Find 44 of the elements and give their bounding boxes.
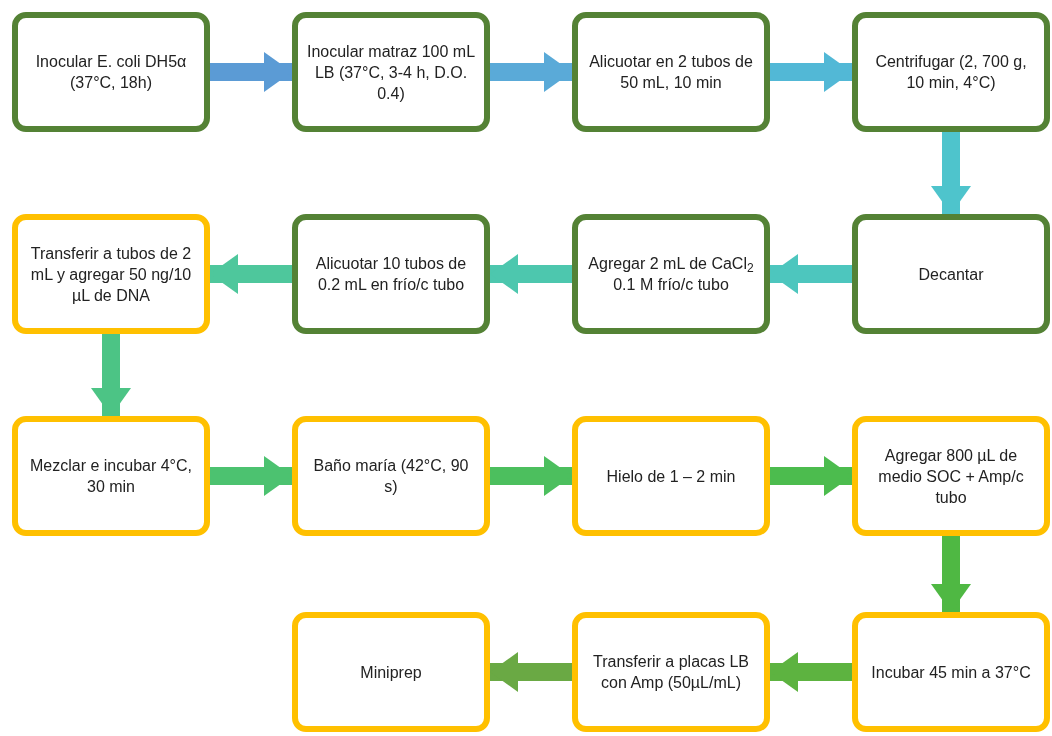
process-box: [12, 214, 210, 334]
step-text: Transferir a tubos de 2 mL y agregar 50 ng/10 µL de DNA: [29, 243, 193, 306]
block-arrow: [770, 52, 852, 92]
block-arrow: [490, 254, 572, 294]
step-text: Agregar 800 µL de medio SOC + Amp/c tubo: [877, 445, 1025, 508]
block-arrow: [490, 52, 572, 92]
step-text: Inocular matraz 100 mL LB (37°C, 3-4 h, D.O. 0.4): [306, 41, 476, 104]
block-arrow: [770, 456, 852, 496]
process-box: [852, 12, 1050, 132]
block-arrow: [91, 334, 131, 416]
block-arrow: [210, 254, 292, 294]
process-box: [572, 12, 770, 132]
process-box: [852, 214, 1050, 334]
block-arrow: [931, 132, 971, 214]
step-text: Alicuotar 10 tubos de 0.2 mL en frío/c tubo: [314, 254, 468, 295]
block-arrow: [931, 536, 971, 612]
step-text: Incubar 45 min a 37°C: [871, 662, 1031, 683]
process-box: [572, 416, 770, 536]
process-box: [852, 612, 1050, 732]
step-text: Decantar: [918, 264, 984, 285]
step-text: Miniprep: [360, 662, 422, 683]
step-text: Agregar 2 mL de CaCl$_{2}$ 0.1 M frío/c tubo: [587, 254, 755, 295]
block-arrow: [770, 254, 852, 294]
process-box: [572, 214, 770, 334]
process-box: [292, 416, 490, 536]
step-text: Mezclar e incubar 4°C, 30 min: [29, 456, 193, 497]
block-arrow: [490, 456, 572, 496]
process-box: [852, 416, 1050, 536]
step-text: Centrifugar (2, 700 g, 10 min, 4°C): [874, 52, 1028, 93]
step-text: Hielo de 1 – 2 min: [606, 466, 736, 487]
step-text: Baño maría (42°C, 90 s): [312, 456, 470, 497]
block-arrow: [490, 652, 572, 692]
process-box: [572, 612, 770, 732]
step-text: Transferir a placas LB con Amp (50µL/mL): [592, 652, 750, 693]
block-arrow: [770, 652, 852, 692]
process-box: [292, 12, 490, 132]
process-box: [292, 214, 490, 334]
process-box: [12, 12, 210, 132]
process-box: [12, 416, 210, 536]
block-arrow: [210, 52, 292, 92]
step-text: Alicuotar en 2 tubos de 50 mL, 10 min: [588, 52, 754, 93]
step-text: Inocular E. coli DH5α (37°C, 18h): [34, 52, 188, 93]
process-box: [292, 612, 490, 732]
block-arrow: [210, 456, 292, 496]
